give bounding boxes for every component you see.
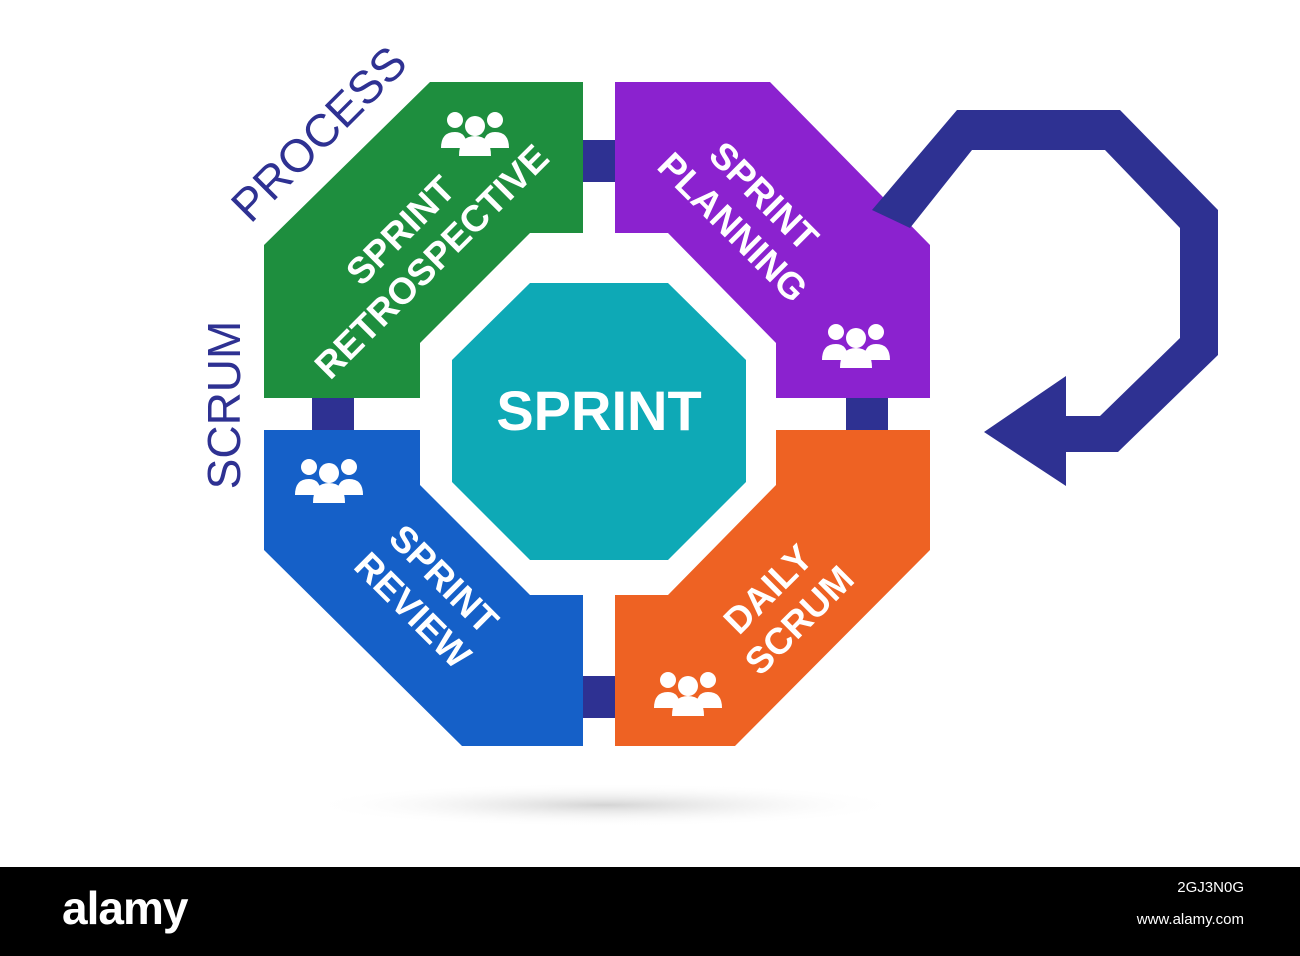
image-id: 2GJ3N0G	[1177, 879, 1244, 896]
connector-left	[312, 398, 354, 430]
connector-bottom	[583, 676, 615, 718]
center-label: SPRINT	[496, 379, 701, 442]
cycle-arrow	[872, 110, 1218, 486]
segment-planning[interactable]	[615, 82, 930, 398]
segment-review[interactable]	[264, 430, 583, 746]
alamy-logo: alamy	[62, 882, 188, 934]
scrum-label: SCRUM	[198, 321, 250, 490]
connector-right	[846, 398, 888, 430]
connector-top	[583, 140, 615, 182]
site-url: www.alamy.com	[1136, 911, 1244, 928]
floor-shadow	[305, 783, 905, 827]
segment-retrospective[interactable]	[264, 82, 583, 398]
segment-daily[interactable]	[615, 430, 930, 746]
footer-bar: alamy 2GJ3N0G www.alamy.com	[0, 867, 1300, 956]
center-octagon[interactable]	[452, 283, 746, 560]
